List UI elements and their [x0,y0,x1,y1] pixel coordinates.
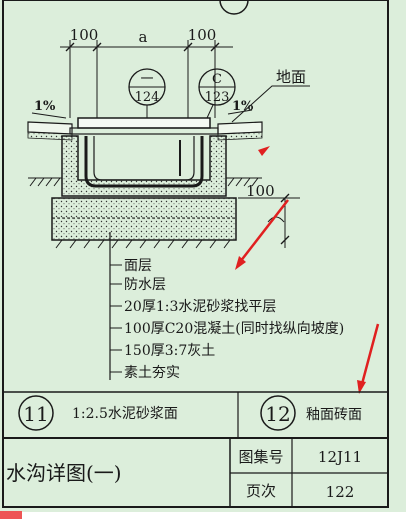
top-dimension [60,40,233,118]
base-hatch [52,239,236,249]
annotation-arrow-1 [235,199,289,270]
ground-leader [231,85,310,123]
option-11-circle [18,395,54,431]
slope-left: 1% [34,99,56,114]
soil-left [28,177,62,187]
page-value: 122 [326,483,355,501]
layer-label-4: 100厚C20混凝土(同时找纵向坡度) [124,321,344,337]
sheet-background [0,0,406,512]
option-12-number: 12 [265,402,290,426]
callout-left-top: 一 [140,72,153,87]
layer-label-1: 面层 [124,258,152,274]
callout-left-bottom: 124 [135,90,160,105]
frame-border [2,0,389,508]
option-12-text: 釉面砖面 [306,407,362,423]
callout-right-top: C [212,72,222,87]
annotation-mark [258,146,270,156]
option-12-circle [260,395,296,431]
callout-left: 一 124 [128,68,166,118]
cover-frame [69,127,219,135]
cover-plate [77,117,211,129]
base-slab [51,197,237,241]
annotation-arrow-2 [357,323,380,394]
option-11-number: 11 [23,402,48,426]
callout-right: C 123 [198,68,236,119]
channel-inner-face [93,136,195,181]
layer-label-6: 素土夯实 [124,365,180,381]
soil-right [226,177,262,187]
right-dimension [238,193,300,248]
layer-label-3: 20厚1:3水泥砂浆找平层 [124,299,276,315]
drawing-title: 水沟详图(一) [6,461,122,485]
corner-marker [0,511,22,519]
option-11-text: 1:2.5水泥砂浆面 [72,406,178,422]
page-label: 页次 [246,482,276,500]
layer-ticks [110,264,122,373]
dim-left: 100 [70,26,99,44]
dim-right: 100 [188,26,217,44]
top-circle-fragment [219,0,249,15]
layer-label-5: 150厚3:7灰土 [124,343,215,359]
ground-label: 地面 [276,68,306,86]
atlas-label: 图集号 [238,448,283,466]
slope-right-arrow [227,109,253,115]
channel-lining [84,136,204,188]
layer-label-2: 防水层 [124,277,166,293]
atlas-value: 12J11 [318,448,362,466]
dim-middle: a [139,28,148,46]
dim-right-lower: 100 [246,182,275,200]
channel-concrete [61,135,227,197]
slope-left-arrow [31,112,67,119]
callout-right-bottom: 123 [205,90,230,105]
